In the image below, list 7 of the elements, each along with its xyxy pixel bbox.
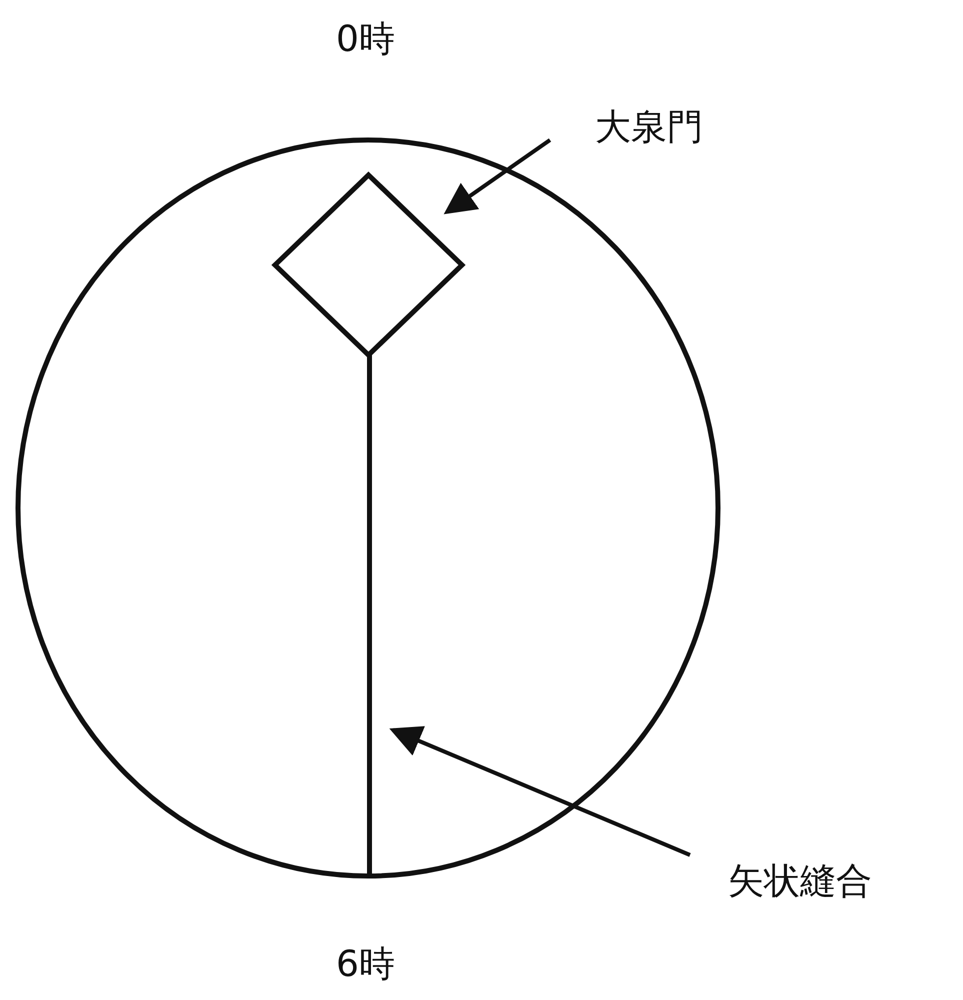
leader-arrow [444, 138, 552, 214]
part-label: 矢状縫合 [728, 862, 872, 902]
position-label: 6時 [336, 945, 395, 985]
position-label: 0時 [336, 20, 395, 60]
fontanelle-diamond [272, 172, 465, 358]
leader-arrow [389, 726, 691, 857]
part-label: 大泉門 [595, 108, 703, 148]
